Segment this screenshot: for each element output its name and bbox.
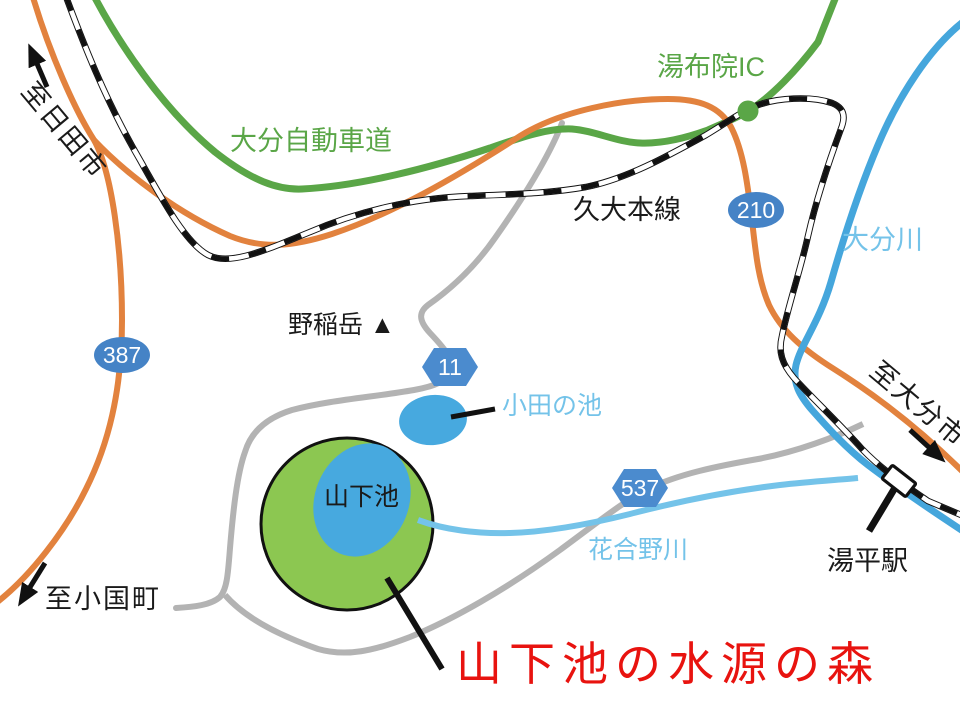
forest-leader-line — [384, 576, 445, 671]
route-badge-387-number: 387 — [103, 342, 141, 368]
kagono-river-label: 花合野川 — [588, 536, 688, 564]
oda-pond-leader-line — [450, 406, 496, 420]
mount-noine-label: 野稲岳 ▲ — [288, 311, 395, 339]
local-road-south — [222, 421, 865, 656]
yufuin-ic-dot — [737, 100, 759, 122]
route-badge-387: 387 — [94, 337, 150, 373]
route-badge-11: 11 — [422, 348, 478, 386]
to-oita-label: 至大分市 — [864, 356, 960, 454]
to-oguni-arrow — [18, 561, 48, 607]
oita-expressway-road — [92, 0, 839, 193]
route-badge-537: 537 — [612, 469, 668, 507]
water-source-forest-title: 山下池の水源の森 — [456, 638, 880, 690]
to-oita-arrow — [908, 428, 946, 463]
kyudai-line-label: 久大本線 — [573, 195, 681, 225]
yufuin-ic-label: 湯布院IC — [657, 52, 765, 82]
yunohira-station-label: 湯平駅 — [827, 546, 908, 576]
local-road-north — [173, 120, 565, 611]
oda-pond-label: 小田の池 — [502, 392, 602, 420]
route-210-road — [91, 95, 960, 474]
kyudai-line-railway — [63, 0, 960, 519]
yunohira-station-symbol — [880, 464, 918, 498]
yamashita-pond-label: 山下池 — [324, 483, 399, 511]
oda-pond — [399, 394, 467, 446]
oita-river-line — [791, 19, 960, 534]
to-oguni-label: 至小国町 — [45, 584, 161, 614]
to-hita-label: 至日田市 — [15, 77, 113, 185]
kagono-river-line — [416, 475, 859, 537]
route-badge-537-number: 537 — [621, 475, 659, 501]
route-badge-11-number: 11 — [438, 354, 462, 380]
route-387-road — [0, 0, 126, 604]
yamashita-pond — [313, 443, 411, 557]
oita-river-label: 大分川 — [842, 225, 923, 255]
station-leader-line — [865, 484, 900, 533]
route-badge-210: 210 — [728, 192, 784, 228]
expressway-label: 大分自動車道 — [230, 126, 392, 156]
route-badge-210-number: 210 — [737, 197, 775, 223]
to-hita-arrow — [28, 43, 50, 88]
